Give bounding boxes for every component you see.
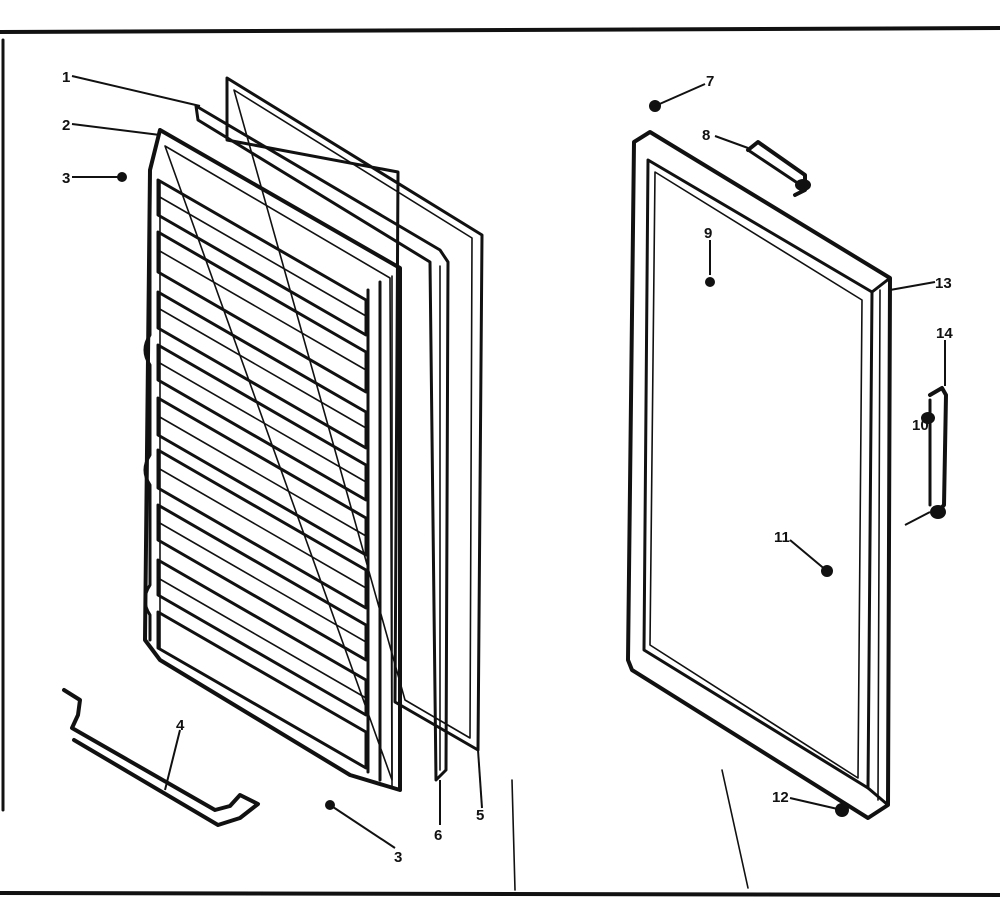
shelf-8: [156, 558, 368, 717]
callout-7: 7: [706, 73, 714, 90]
callout-6: 6: [434, 827, 442, 844]
callout-3-bottom: 3: [394, 849, 402, 866]
door-breaker-strip: [194, 104, 450, 782]
scan-artifacts: [511, 769, 749, 891]
shelf-1: [156, 178, 368, 337]
outer-door-panel: [626, 130, 892, 820]
door-shelves: [156, 178, 368, 770]
callout-1: 1: [62, 69, 70, 86]
door-liner: [143, 128, 402, 792]
shelf-7: [156, 503, 368, 662]
shelf-6: [156, 448, 368, 610]
callout-4: 4: [176, 717, 185, 734]
door-gasket-frame: [225, 76, 484, 752]
top-door-handle: [746, 140, 811, 197]
shelf-retainer-bar: [62, 688, 260, 827]
leader-lines: [71, 75, 946, 849]
callout-5: 5: [476, 807, 484, 824]
callout-13: 13: [935, 275, 952, 292]
side-door-handle: [921, 386, 948, 519]
shelf-4: [156, 343, 368, 502]
shelf-2: [156, 230, 368, 394]
callout-9: 9: [704, 225, 712, 242]
callout-2: 2: [62, 117, 70, 134]
shelf-9: [156, 610, 368, 770]
callout-10: 10: [912, 417, 929, 434]
screw-9: [705, 277, 715, 287]
callout-8: 8: [702, 127, 710, 144]
callout-12: 12: [772, 789, 789, 806]
page-border: [0, 26, 1000, 897]
shelf-3: [156, 290, 368, 450]
callout-11: 11: [774, 529, 790, 546]
shelf-5: [156, 396, 368, 557]
callout-labels: 1 2 3 4 3 6 5 7 8 9 11 12 13 14 10: [62, 69, 953, 866]
callout-14: 14: [936, 325, 953, 342]
callout-3-top: 3: [62, 170, 70, 187]
